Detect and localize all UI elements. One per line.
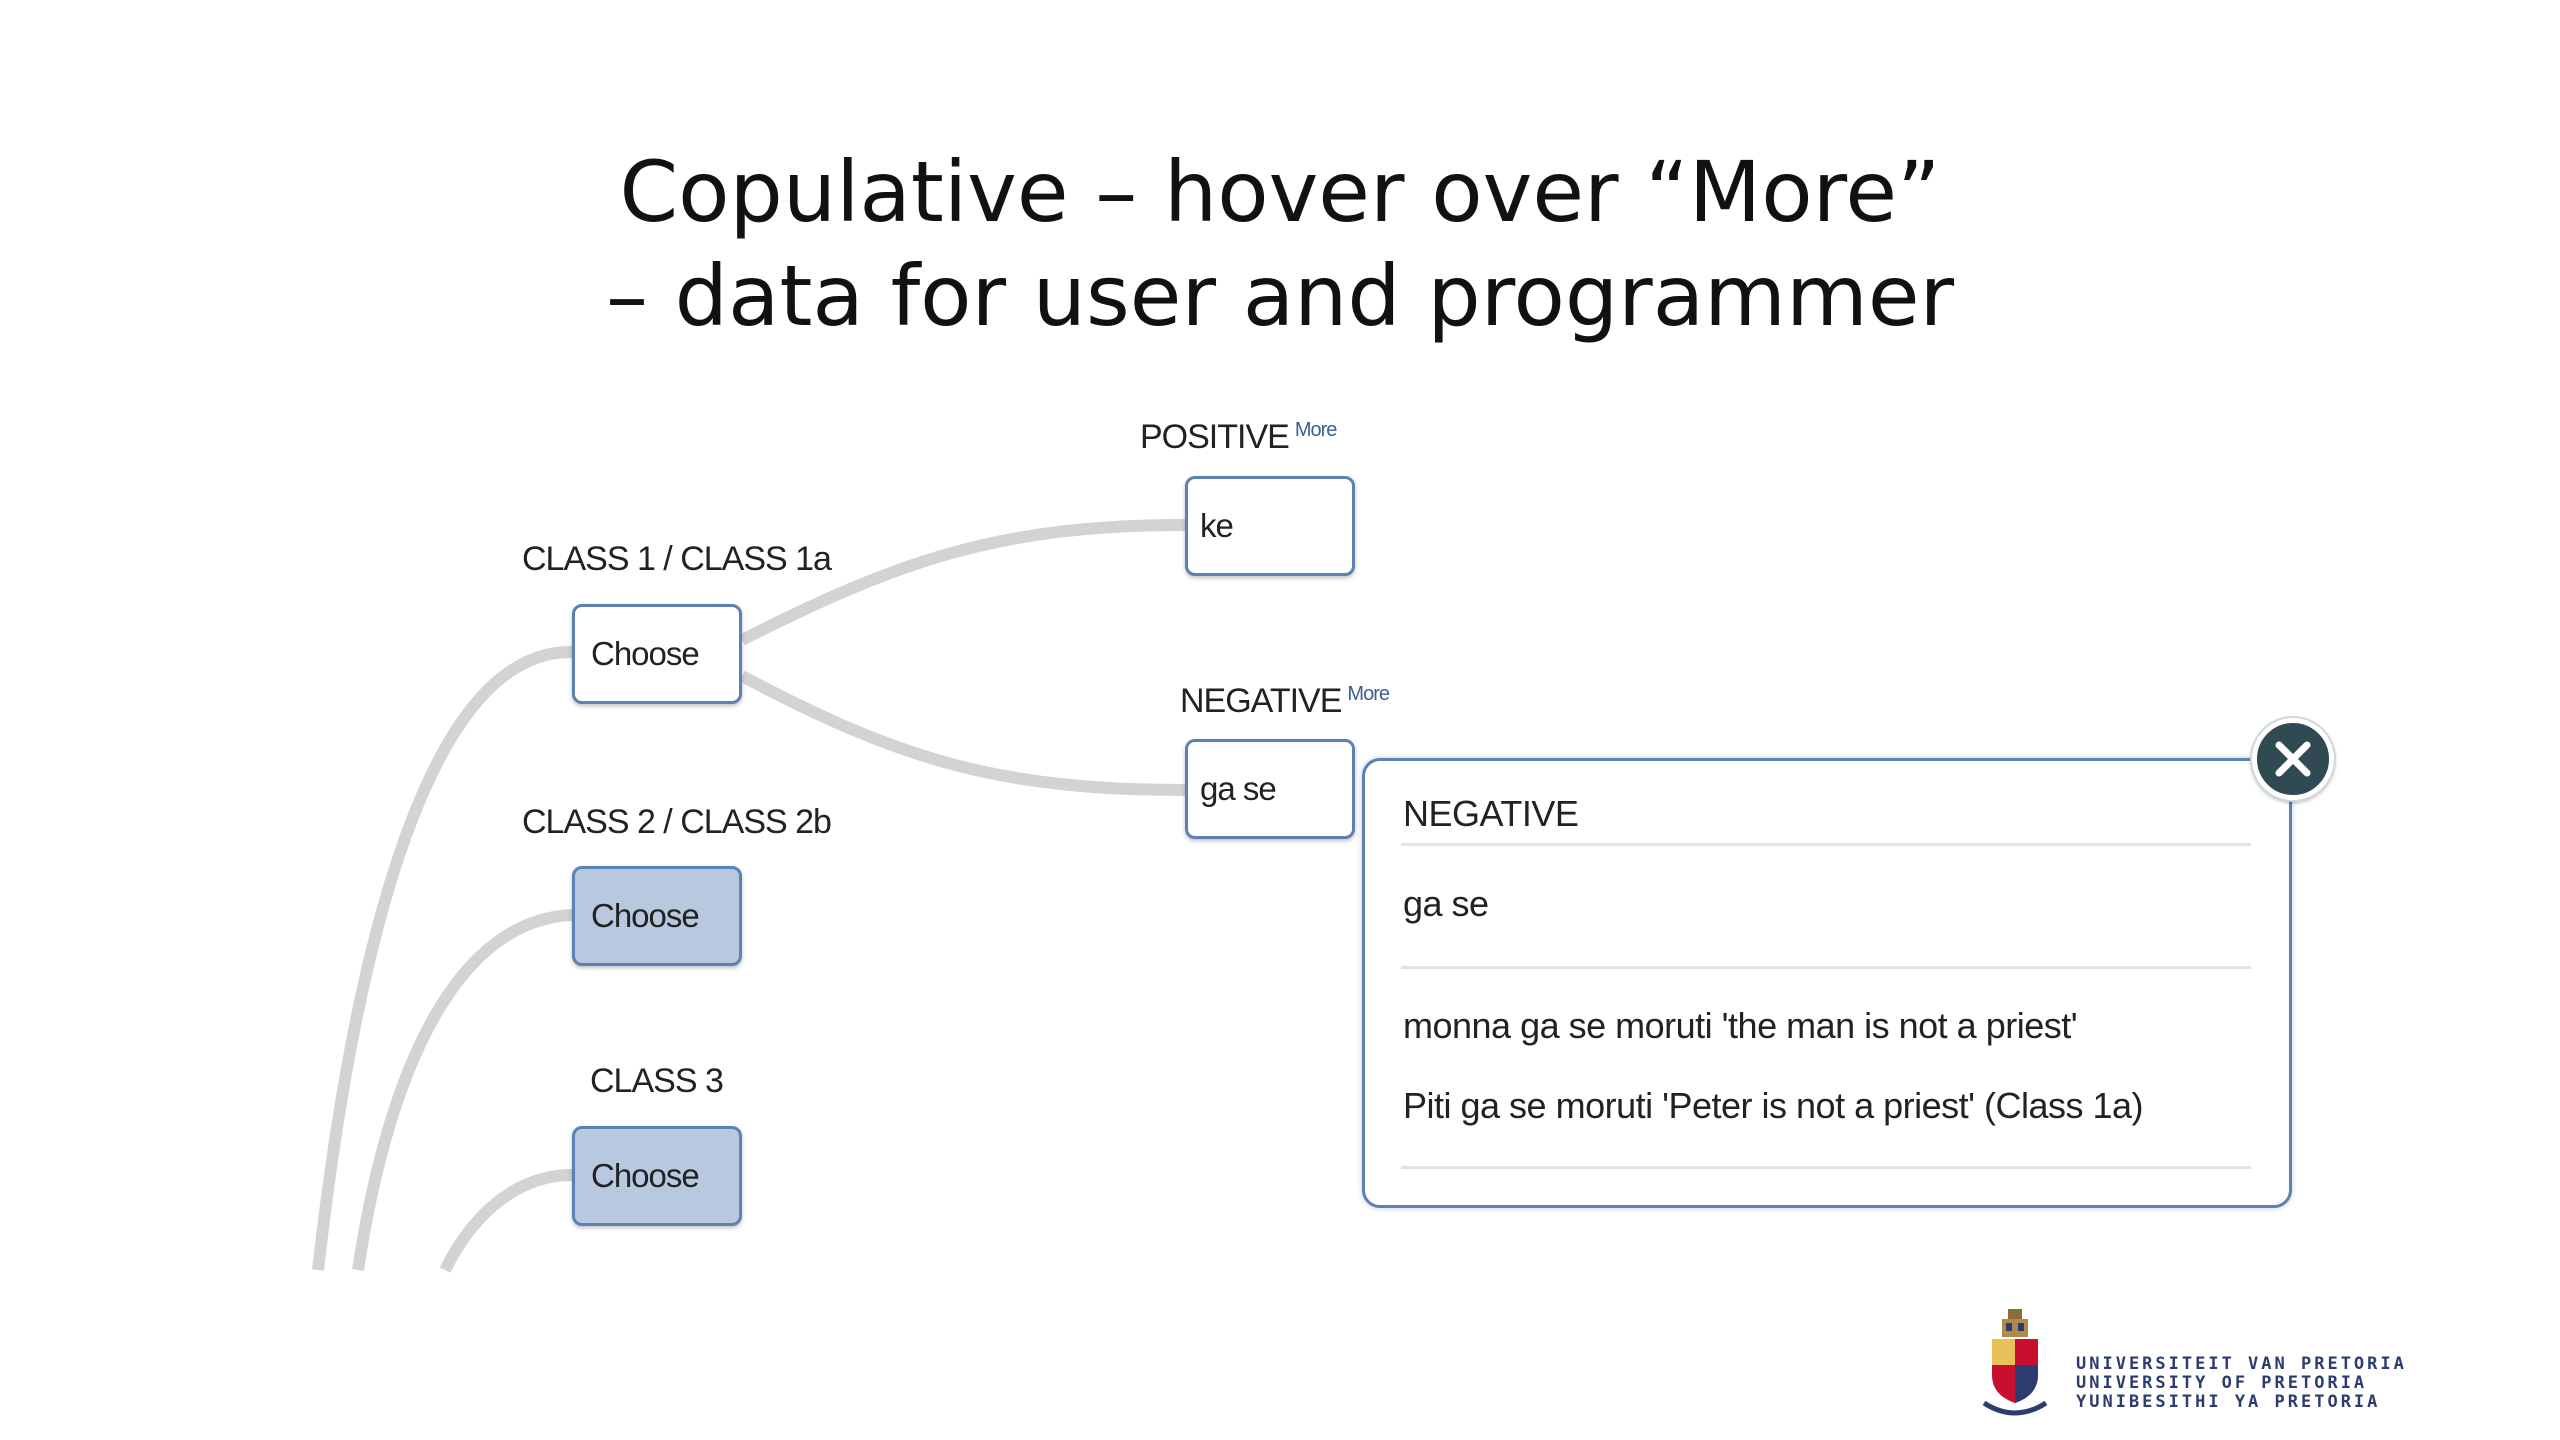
university-name-afrikaans: UNIVERSITEIT VAN PRETORIA xyxy=(2076,1354,2407,1374)
class-1-choose-button[interactable]: Choose xyxy=(572,604,742,704)
popup-form: ga se xyxy=(1403,883,1489,924)
negative-more-link[interactable]: More xyxy=(1347,682,1390,705)
popup-example-1: monna ga se moruti 'the man is not a pri… xyxy=(1403,1005,2078,1046)
positive-more-link[interactable]: More xyxy=(1294,418,1338,441)
class-2-choose-button[interactable]: Choose xyxy=(572,866,742,966)
university-name-sepedi: YUNIBESITHI YA PRETORIA xyxy=(2076,1392,2381,1412)
positive-value: ke xyxy=(1200,507,1234,544)
popup-divider-2 xyxy=(1401,966,2251,969)
positive-label-text: POSITIVE xyxy=(1140,418,1290,456)
popup-example-2: Piti ga se moruti 'Peter is not a priest… xyxy=(1403,1085,2144,1126)
slide-title-line-2: – data for user and programmer xyxy=(605,247,1955,345)
negative-value: ga se xyxy=(1200,770,1277,807)
positive-value-box[interactable]: ke xyxy=(1185,476,1355,576)
university-logo: UNIVERSITEIT VAN PRETORIA UNIVERSITY OF … xyxy=(1980,1305,2404,1425)
link-root-class2 xyxy=(352,909,573,1271)
link-class1-negative xyxy=(739,670,1186,796)
university-name-english: UNIVERSITY OF PRETORIA xyxy=(2076,1373,2368,1393)
class-3-choose-button[interactable]: Choose xyxy=(572,1126,742,1226)
link-root-class3 xyxy=(439,1169,573,1273)
popup-close-button[interactable] xyxy=(2252,718,2334,800)
negative-value-box[interactable]: ga se xyxy=(1185,739,1355,839)
university-crest-icon xyxy=(1982,1309,2048,1416)
popup-divider-1 xyxy=(1401,843,2251,846)
popup-divider-3 xyxy=(1401,1166,2251,1169)
close-icon xyxy=(2275,741,2311,777)
class-2-label: CLASS 2 / CLASS 2b xyxy=(522,803,832,841)
negative-label-text: NEGATIVE xyxy=(1180,682,1342,720)
university-name: UNIVERSITEIT VAN PRETORIA UNIVERSITY OF … xyxy=(2076,1355,2407,1412)
class-3-label: CLASS 3 xyxy=(590,1062,724,1100)
link-class1-positive xyxy=(739,519,1186,646)
popup-heading: NEGATIVE xyxy=(1403,793,1579,834)
slide-title-line-1: Copulative – hover over “More” xyxy=(619,143,1941,241)
more-info-popup: NEGATIVE ga se monna ga se moruti 'the m… xyxy=(1362,758,2292,1208)
link-root-class1 xyxy=(312,645,573,1271)
slide-title: Copulative – hover over “More” – data fo… xyxy=(0,140,2560,348)
class-1-label: CLASS 1 / CLASS 1a xyxy=(522,540,832,578)
